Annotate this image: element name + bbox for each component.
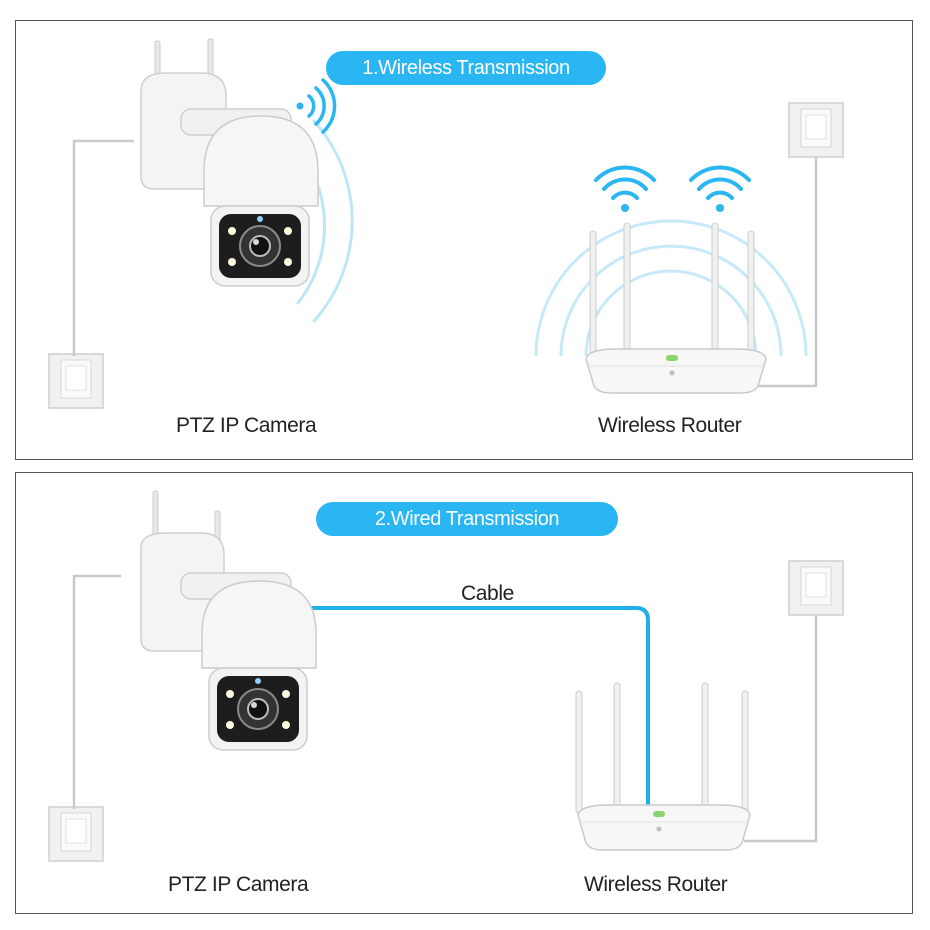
wired-transmission-panel: 2.Wired Transmission xyxy=(15,472,913,914)
wireless-diagram-art xyxy=(48,38,844,409)
wired-camera-label: PTZ IP Camera xyxy=(168,873,309,896)
wireless-camera-label: PTZ IP Camera xyxy=(176,414,317,437)
wifi-signal-icon xyxy=(594,165,656,212)
ptz-camera-icon xyxy=(140,490,317,751)
wireless-router-icon xyxy=(575,682,751,851)
wall-socket-icon xyxy=(788,560,844,616)
wired-router-label: Wireless Router xyxy=(584,873,728,896)
cable-label: Cable xyxy=(461,582,514,605)
router-signal-waves-icon xyxy=(534,219,808,357)
wall-socket-icon xyxy=(788,102,844,158)
wireless-transmission-panel: 1.Wireless Transmission xyxy=(15,20,913,460)
wired-diagram-art xyxy=(48,490,844,862)
wireless-router-icon xyxy=(585,222,767,394)
wireless-title-pill: 1.Wireless Transmission xyxy=(326,51,606,85)
wireless-title: 1.Wireless Transmission xyxy=(362,57,570,79)
wireless-router-label: Wireless Router xyxy=(598,414,742,437)
wired-title-pill: 2.Wired Transmission xyxy=(316,502,618,536)
network-cable xyxy=(306,606,650,809)
camera-wifi-emitter-icon xyxy=(296,78,337,134)
wired-title: 2.Wired Transmission xyxy=(374,508,560,530)
wifi-signal-icon xyxy=(689,165,751,212)
wall-socket-icon xyxy=(48,353,104,409)
wall-socket-icon xyxy=(48,806,104,862)
ptz-camera-icon xyxy=(140,38,319,287)
